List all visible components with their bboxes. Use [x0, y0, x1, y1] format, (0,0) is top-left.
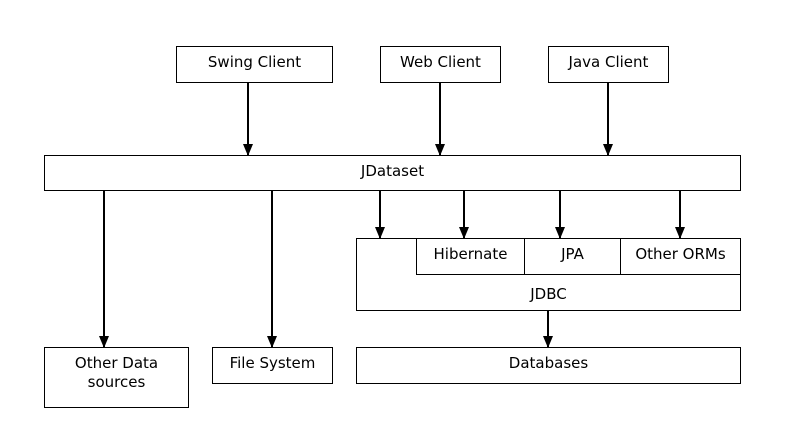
other-data-sources-box: Other Data sources [44, 347, 189, 408]
other-data-sources-label-line1: Other Data [74, 354, 159, 372]
file-system-box: File System [212, 347, 333, 384]
jdataset-label: JDataset [360, 162, 425, 180]
swing-client-box: Swing Client [176, 46, 333, 83]
web-client-label: Web Client [400, 53, 481, 71]
web-client-box: Web Client [380, 46, 501, 83]
jdataset-box: JDataset [44, 155, 741, 191]
other-data-sources-label-line2: sources [87, 373, 146, 391]
databases-label: Databases [508, 354, 589, 372]
file-system-label: File System [229, 354, 316, 372]
other-orms-label: Other ORMs [635, 245, 726, 263]
java-client-box: Java Client [548, 46, 669, 83]
jdbc-label: JDBC [530, 285, 567, 303]
jpa-box: JPA [524, 238, 621, 275]
hibernate-box: Hibernate [416, 238, 525, 275]
swing-client-label: Swing Client [207, 53, 302, 71]
other-orms-box: Other ORMs [620, 238, 741, 275]
jpa-label: JPA [561, 245, 584, 263]
java-client-label: Java Client [568, 53, 649, 71]
hibernate-label: Hibernate [433, 245, 508, 263]
